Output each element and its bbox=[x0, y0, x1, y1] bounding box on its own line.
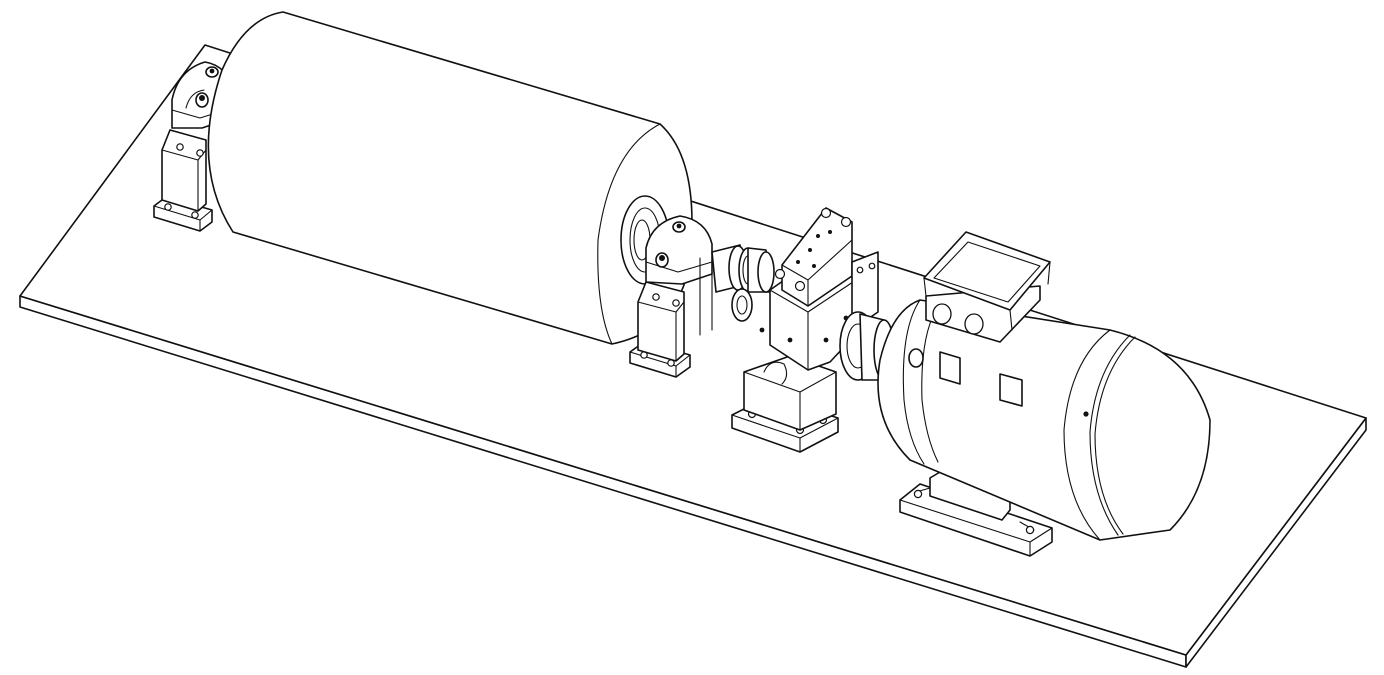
left-pillow-block-icon bbox=[153, 61, 233, 232]
gearbox-pedestal-icon bbox=[731, 355, 839, 453]
shaft-coupling-icon bbox=[711, 244, 775, 322]
right-pillow-block-icon bbox=[629, 215, 713, 378]
terminal-box-icon bbox=[923, 231, 1051, 343]
electric-motor-icon bbox=[877, 299, 1211, 557]
